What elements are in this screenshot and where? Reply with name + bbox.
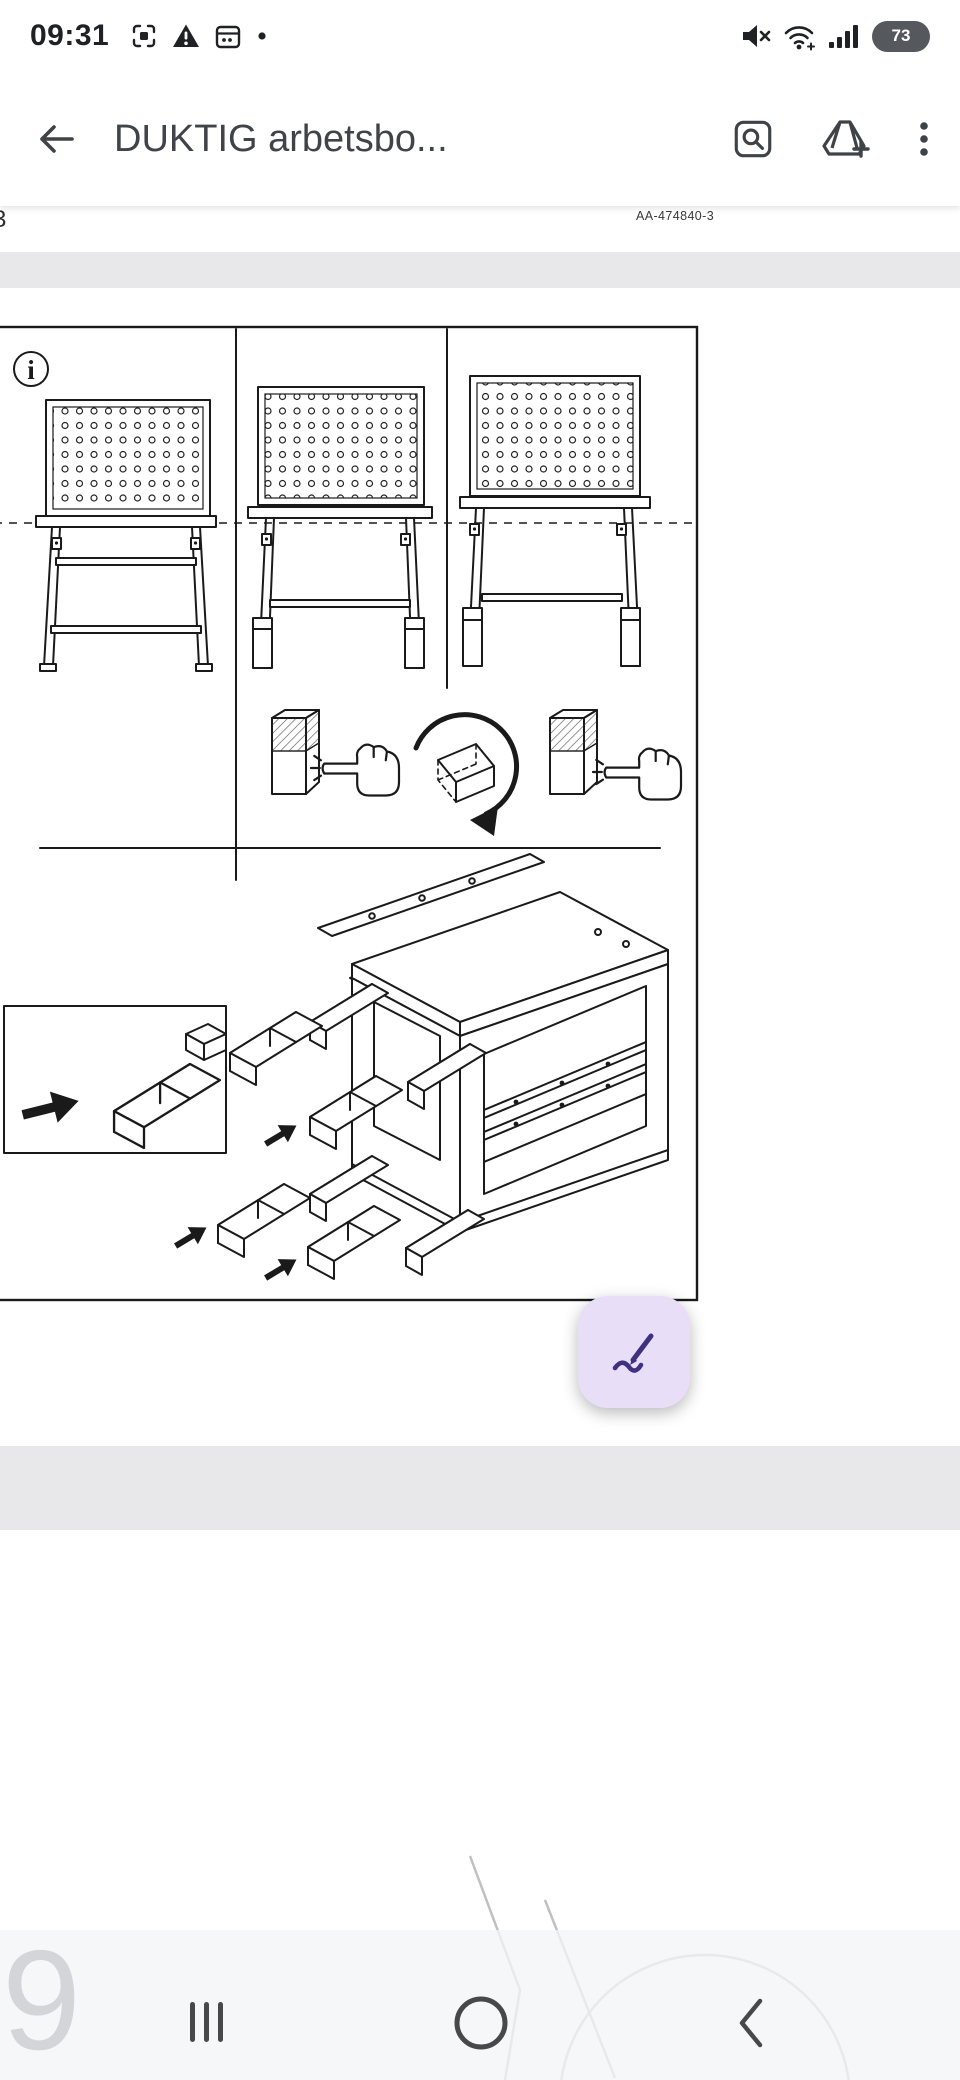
press-hand-icon [309,743,401,797]
notification-icons [129,21,269,51]
back-nav-button[interactable] [738,1998,764,2048]
extension-cap-detail [185,1023,227,1061]
workbench-height-1 [35,399,217,672]
info-icon: i [13,351,49,387]
status-bar: 09:31 [0,0,960,72]
wifi-icon [784,26,815,51]
volume-muted-icon [743,25,771,47]
navigation-bar [0,1930,960,2080]
rotate-arrowhead [470,806,498,836]
more-options-icon[interactable] [914,116,934,162]
pdf-page-current: i [0,288,960,1446]
app-bar-actions [730,116,934,162]
insert-arrow [260,1250,302,1287]
prev-page-footer-left: 3 [0,206,6,234]
battery-indicator: 73 [872,20,930,52]
annotate-fab[interactable] [578,1296,690,1408]
insert-arrow [170,1218,212,1255]
document-title: DUKTIG arbetsbo... [114,117,448,160]
leg-extension-click-step-2 [549,709,683,801]
insert-arrow [260,1116,302,1153]
exploded-assembly [170,853,669,1287]
section-dividers [39,328,661,881]
leg-extension-click-step-1 [271,709,401,797]
find-in-page-icon[interactable] [730,116,776,162]
leg-extension [217,1183,311,1258]
home-button[interactable] [452,1994,510,2052]
leg-extension-rotate-step [413,712,520,836]
back-button[interactable] [34,117,78,161]
workbench-height-3 [459,375,651,667]
recents-button[interactable] [190,2000,224,2044]
clock: 09:31 [30,19,110,52]
battery-percent: 73 [891,26,911,45]
add-to-drive-icon[interactable] [816,116,874,162]
cell-signal-icon [829,25,858,48]
stylus-note-icon [612,1333,654,1373]
svg-text:i: i [27,355,35,385]
leg-stub [405,1209,485,1276]
press-hand-icon [591,747,683,801]
warning-icon [173,24,200,47]
detail-inset [3,1005,227,1154]
notification-dot-icon [258,32,266,40]
calendar-icon [216,25,241,49]
assembly-diagram: i [0,325,699,1302]
app-bar: DUKTIG arbetsbo... [0,72,960,206]
pdf-page-previous: 3 AA-474840-3 [0,206,960,252]
screenshot-icon [133,24,156,48]
interior-shelf-rails [484,1041,646,1163]
workbench-height-2 [247,386,433,669]
step-panel-border [0,325,699,1302]
system-icons: 73 [739,20,930,52]
prev-page-footer-right: AA-474840-3 [636,209,715,223]
leg-extension [229,1011,323,1086]
pdf-viewport[interactable]: 3 AA-474840-3 [0,206,960,2080]
